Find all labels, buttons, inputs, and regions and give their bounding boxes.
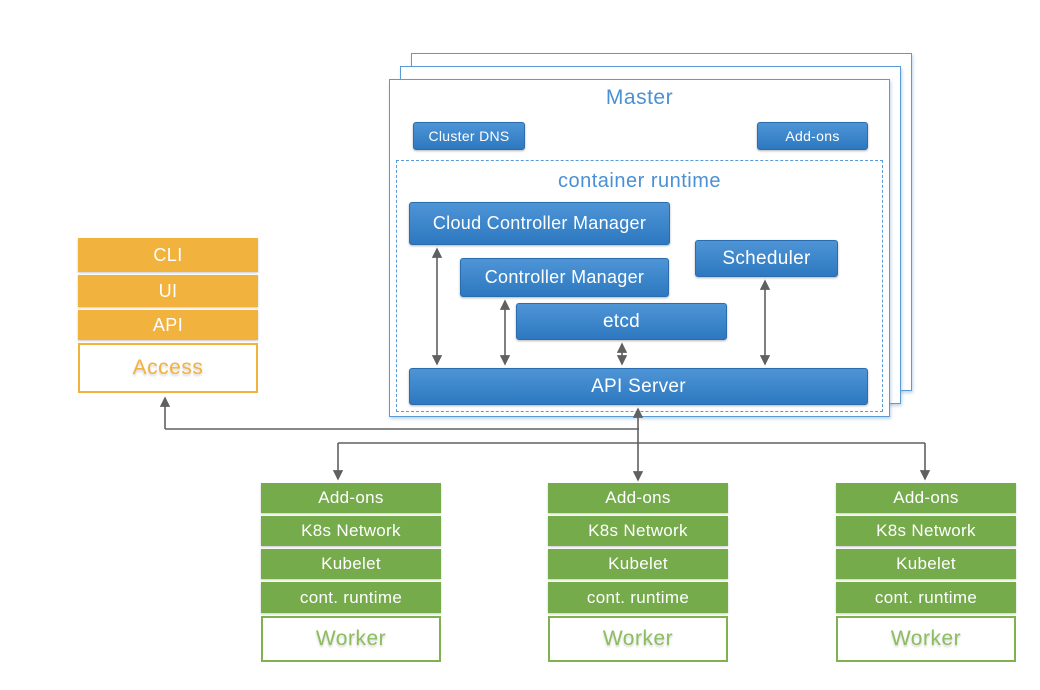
api-row: API (78, 310, 258, 340)
worker-addons-row: Add-ons (548, 483, 728, 513)
cloud-controller-manager-node: Cloud Controller Manager (409, 202, 670, 245)
access-label-box: Access (78, 343, 258, 393)
worker-k8s-network-row: K8s Network (548, 516, 728, 546)
worker-k8s-network-row: K8s Network (261, 516, 441, 546)
worker-kubelet-row: Kubelet (261, 549, 441, 579)
container-runtime-title: container runtime (557, 170, 722, 192)
master-addons-node: Add-ons (757, 122, 868, 150)
etcd-node: etcd (516, 303, 727, 340)
worker-label-box: Worker (836, 616, 1016, 662)
worker-kubelet-row: Kubelet (836, 549, 1016, 579)
worker-stack-1: Add-ons K8s Network Kubelet cont. runtim… (261, 483, 441, 662)
worker-k8s-network-row: K8s Network (836, 516, 1016, 546)
worker-cont-runtime-row: cont. runtime (548, 582, 728, 613)
cluster-dns-node: Cluster DNS (413, 122, 525, 150)
cli-row: CLI (78, 238, 258, 272)
worker-addons-row: Add-ons (261, 483, 441, 513)
worker-stack-2: Add-ons K8s Network Kubelet cont. runtim… (548, 483, 728, 662)
controller-manager-node: Controller Manager (460, 258, 669, 297)
worker-cont-runtime-row: cont. runtime (836, 582, 1016, 613)
ui-row: UI (78, 275, 258, 307)
worker-cont-runtime-row: cont. runtime (261, 582, 441, 613)
master-title: Master (605, 86, 674, 109)
worker-label-box: Worker (261, 616, 441, 662)
worker-addons-row: Add-ons (836, 483, 1016, 513)
worker-label-box: Worker (548, 616, 728, 662)
api-server-node: API Server (409, 368, 868, 405)
access-stack: CLI UI API Access (78, 238, 258, 393)
worker-stack-3: Add-ons K8s Network Kubelet cont. runtim… (836, 483, 1016, 662)
worker-kubelet-row: Kubelet (548, 549, 728, 579)
scheduler-node: Scheduler (695, 240, 838, 277)
